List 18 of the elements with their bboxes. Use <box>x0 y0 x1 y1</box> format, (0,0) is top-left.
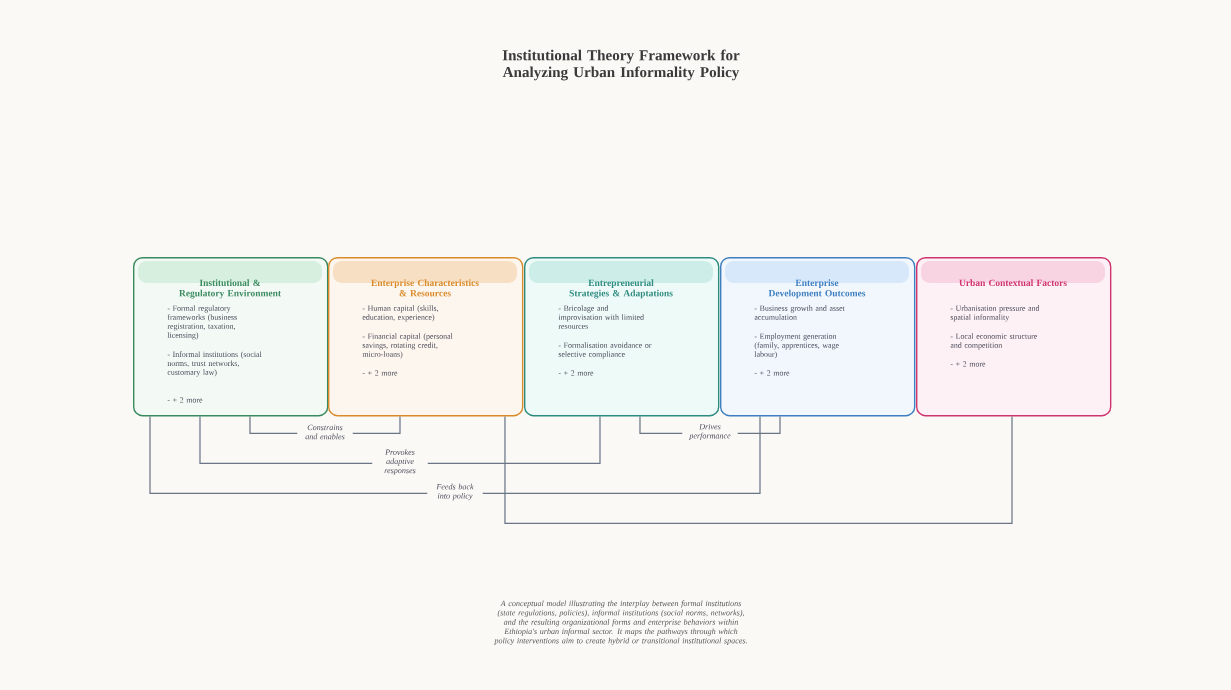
edge-label: Drives performance <box>682 422 738 442</box>
category-box <box>916 257 1112 417</box>
box-heading: Entrepreneurial Strategies & Adaptations <box>569 279 673 299</box>
edge-label: Feeds back into policy <box>427 482 483 502</box>
edge-label: Provokes adaptive responses <box>372 447 428 477</box>
connector <box>199 415 601 464</box>
box-heading: Enterprise Development Outcomes <box>768 279 866 299</box>
box-heading: Urban Contextual Factors <box>959 279 1067 287</box>
connector <box>504 415 1013 524</box>
category-box <box>133 257 329 417</box>
title: Institutional Theory Framework for Analyzing Urban Informality Policy <box>502 49 740 81</box>
connector <box>149 415 761 494</box>
box-heading: Institutional & Regulatory Environment <box>179 279 281 299</box>
box-heading: Enterprise Characteristics & Resources <box>371 279 479 297</box>
category-box <box>720 257 916 417</box>
category-box <box>524 257 720 417</box>
category-box <box>328 257 524 417</box>
caption: A conceptual model illustrating the interplay between formal institutions (state regulations, policies), informal institutions (social norms, networks), and the resulting organizational forms and enterprise behaviors within Ethiopia's urban informal sector. It maps the pathways through which policy interventions aim to create hybrid or transitional institutional spaces. <box>493 600 747 646</box>
